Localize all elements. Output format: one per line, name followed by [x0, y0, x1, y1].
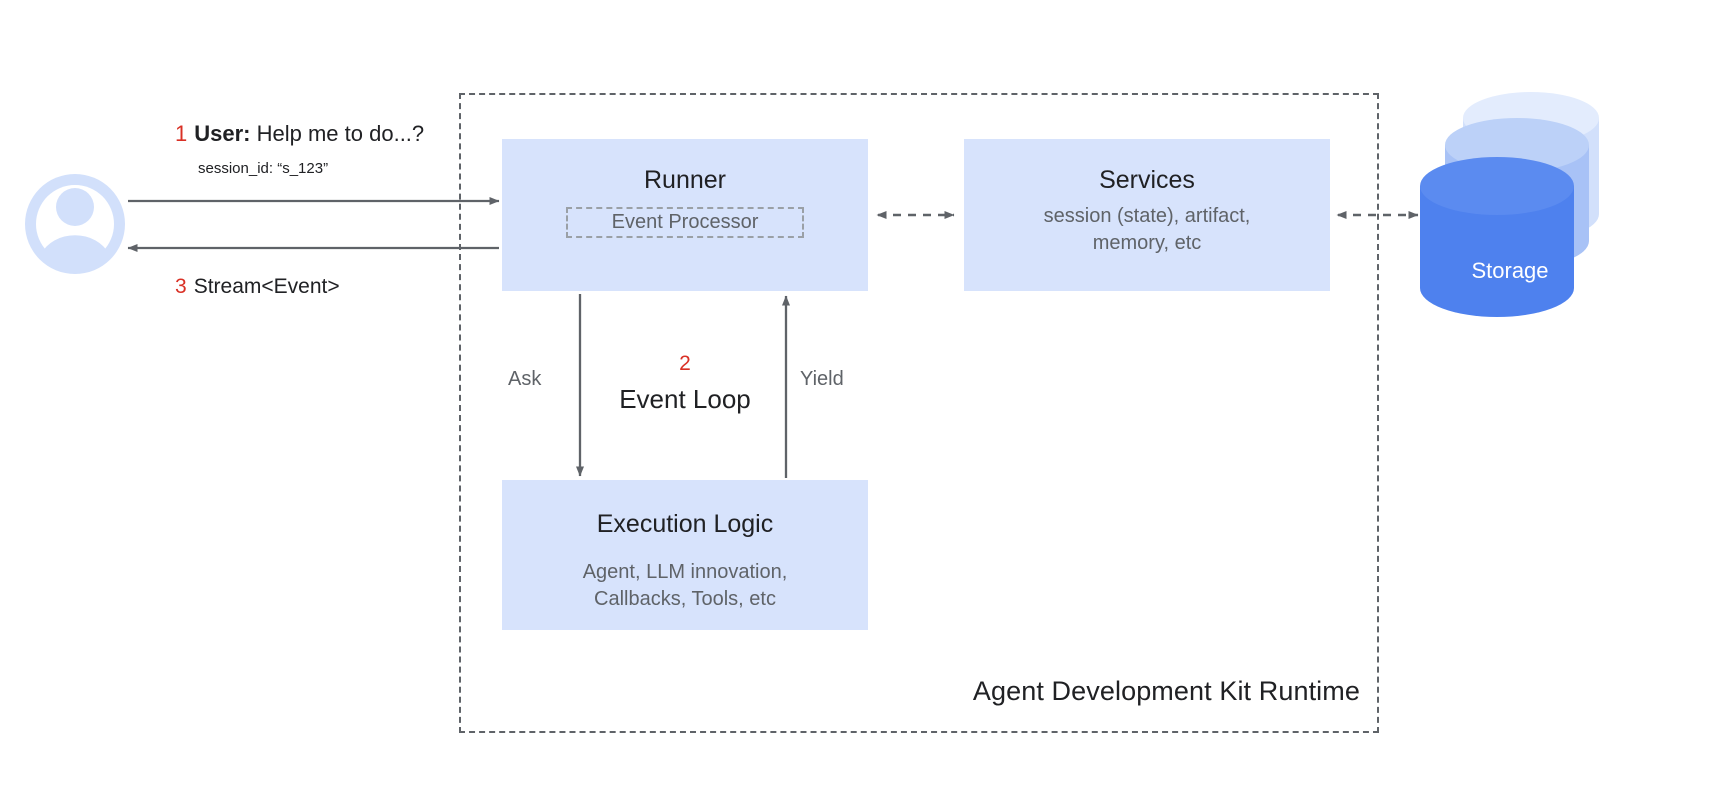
yield-label: Yield	[800, 368, 844, 390]
user-request-text: Help me to do...?	[250, 121, 425, 146]
step-number-2: 2	[679, 352, 691, 375]
services-subtitle-line2: memory, etc	[1092, 231, 1202, 254]
runner-box[interactable]: Runner Event Processor	[502, 139, 868, 291]
execution-logic-box[interactable]: Execution Logic Agent, LLM innovation, C…	[502, 480, 868, 630]
execution-logic-subtitle: Agent, LLM innovation, Callbacks, Tools,…	[583, 559, 788, 612]
step-number-1: 1	[175, 121, 188, 146]
services-subtitle: session (state), artifact, memory, etc	[1044, 203, 1251, 256]
execution-subtitle-line1: Agent, LLM innovation,	[582, 561, 788, 583]
services-box[interactable]: Services session (state), artifact, memo…	[964, 139, 1330, 291]
storage-label: Storage	[1471, 258, 1549, 283]
user-avatar-icon	[25, 174, 125, 274]
step-number-3: 3	[175, 275, 187, 298]
ask-label: Ask	[508, 368, 542, 390]
execution-subtitle-line2: Callbacks, Tools, etc	[594, 587, 776, 610]
user-response-label: 3 Stream<Event>	[175, 275, 340, 299]
runner-title: Runner	[644, 166, 726, 194]
user-role-label: User:	[194, 121, 251, 146]
runtime-title: Agent Development Kit Runtime	[972, 676, 1360, 706]
event-loop-label: Event Loop	[619, 384, 751, 414]
user-response-text: Stream<Event>	[193, 275, 340, 298]
session-id-meta: session_id: “s_123”	[198, 160, 329, 177]
event-processor-box[interactable]: Event Processor	[566, 207, 804, 238]
event-processor-label: Event Processor	[611, 211, 759, 233]
execution-logic-title: Execution Logic	[596, 510, 774, 538]
services-subtitle-line1: session (state), artifact,	[1043, 205, 1251, 227]
adk-runtime-boundary	[459, 93, 1379, 733]
services-title: Services	[1099, 166, 1195, 194]
